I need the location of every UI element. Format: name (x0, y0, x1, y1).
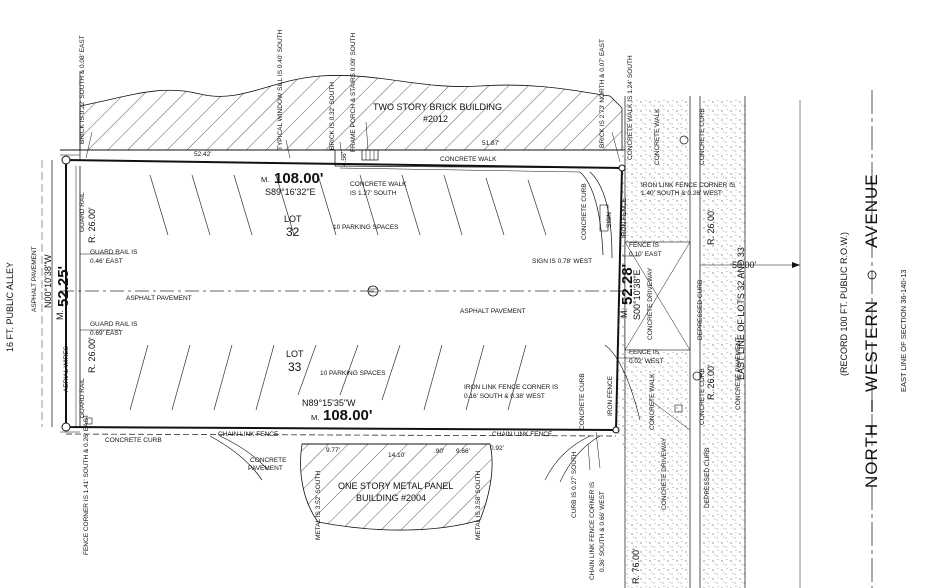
lot33-number: 33 (288, 360, 302, 374)
iron-fence-bot: IRON FENCE (607, 375, 614, 416)
south-bearing: N89°15'35"W (302, 398, 356, 408)
r26-a: R. 26.00' (87, 207, 97, 243)
brick-032: BRICK IS 0.32' SOUTH (329, 81, 336, 150)
concrete-pavement: CONCRETE (250, 457, 287, 464)
chain-fence-right: CHAIN LINK FENCE (492, 431, 553, 438)
concrete-driveway: CONCRETE DRIVEWAY (647, 267, 654, 340)
concrete-curb-diag: CONCRETE CURB (581, 183, 588, 240)
dim-14-10: 14.10' (388, 452, 406, 459)
r26-b: R. 26.00' (87, 337, 97, 373)
depressed-curb-bot: DEPRESSED CURB (704, 447, 711, 508)
concrete-curb-v: CONCRETE CURB (699, 108, 706, 165)
iron-fence-top: IRON FENCE (621, 197, 628, 238)
iron-corner-bot-2: 0.16' SOUTH & 0.38' WEST (464, 393, 545, 400)
road-avenue: AVENUE (862, 173, 881, 248)
r26-c: R. 26.00' (706, 209, 716, 245)
aerial-wires: AERIAL WIRES (63, 346, 70, 392)
lot32-number: 32 (286, 225, 300, 239)
two-story-label: TWO STORY BRICK BUILDING (373, 102, 503, 112)
guard-rail-east69-1: GUARD RAIL IS (90, 321, 138, 328)
west-m: M. (55, 310, 65, 320)
window-sill: TYPICAL WINDOW SILL IS 0.40' SOUTH (277, 29, 284, 150)
fence-002-2: 0.02' WEST (629, 358, 664, 365)
concrete-walk-n: CONCRETE WALK (440, 156, 497, 163)
two-story-number: #2012 (423, 114, 449, 124)
dim-0-92: 0.92' (490, 445, 504, 452)
brick-273: BRICK IS 2.73' NORTH & 0.07' EAST (599, 39, 606, 148)
east-bearing: S00°10'38"E (632, 269, 642, 320)
dim-9-77: 9.77' (326, 447, 340, 454)
lot32-label: LOT (284, 214, 302, 224)
lot33-label: LOT (286, 349, 304, 359)
fence-010-2: 0.10' EAST (629, 251, 662, 258)
guard-rail-east69-2: 0.69' EAST (90, 330, 123, 337)
alley-1: 16 FT. PUBLIC ALLEY (5, 261, 15, 352)
dim-52-42: 52.42' (194, 151, 212, 158)
concrete-walk-lower: CONCRETE WALK (649, 373, 656, 430)
parking-32: 10 PARKING SPACES (333, 224, 399, 231)
one-story-number: BUILDING #2004 (356, 493, 427, 503)
guard-rail-east-1: GUARD RAIL IS (90, 249, 138, 256)
one-story-label: ONE STORY METAL PANEL (338, 481, 454, 491)
chain-corner-2: 0.36' SOUTH & 0.66' WEST (599, 491, 606, 572)
iron-corner-bot-1: IRON LINK FENCE CORNER IS (464, 384, 559, 391)
parking-33: 10 PARKING SPACES (320, 370, 386, 377)
concrete-pavement-2: PAVEMENT (248, 465, 283, 472)
alley-2: ASPHALT PAVEMENT (31, 246, 38, 312)
south-dim-value: 108.00' (323, 407, 373, 424)
road-north: NORTH (862, 422, 881, 488)
brick-022: BRICK IS 0.22' SOUTH & 0.08' EAST (79, 35, 86, 144)
r26-d: R. 26.00' (706, 364, 716, 400)
concrete-walk-v: CONCRETE WALK (654, 108, 661, 165)
fence-010-1: FENCE IS (629, 242, 659, 249)
east-m: M. (619, 308, 629, 318)
record-row: (RECORD 100 FT. PUBLIC R.O.W.) (839, 231, 849, 376)
road-western: WESTERN (862, 300, 881, 392)
asphalt-right: ASPHALT PAVEMENT (460, 308, 526, 315)
chain-fence-left: CHAIN LINK FENCE (218, 431, 279, 438)
north-bearing: S89°16'32"E (265, 187, 316, 197)
metal-352: METAL IS 3.52' SOUTH (315, 470, 322, 540)
iron-corner-top-2: 1.40' SOUTH & 0.26' WEST (641, 190, 722, 197)
concrete-walk-south: CONCRETE WALK (350, 181, 407, 188)
guard-rail-east-2: 0.46' EAST (90, 258, 123, 265)
concrete-walk-124: CONCRETE WALK IS 1.24' SOUTH (627, 55, 634, 160)
east-line-section: EAST LINE OF SECTION 36-140-13 (899, 269, 908, 392)
fence-corner-141: FENCE CORNER IS 1.41' SOUTH & 0.26' EAST (83, 414, 90, 555)
north-dim-m: M. (261, 175, 270, 184)
iron-corner-top-1: IRON LINK FENCE CORNER IS (641, 182, 736, 189)
frame-porch: FRAME PORCH & STAIRS 0.09' SOUTH (350, 32, 357, 152)
dim-0-90: .90' (434, 448, 445, 455)
dim-9-66: 9.66' (456, 448, 470, 455)
two-story-building (79, 75, 623, 151)
metal-358: METAL IS 3.58' SOUTH (475, 470, 482, 540)
concrete-curb-diag2: CONCRETE CURB (579, 373, 586, 430)
dim-4-56: 4.56' (341, 152, 348, 166)
sign-west: SIGN IS 0.78' WEST (532, 258, 593, 265)
concrete-walk-south2: IS 1.27' SOUTH (350, 190, 397, 197)
dim-50-00: 50.00' (732, 260, 757, 270)
concrete-driveway-2: CONCRETE DRIVEWAY (661, 437, 668, 510)
chain-corner-1: CHAIN LINK FENCE CORNER IS (589, 481, 596, 580)
depressed-curb-top: DEPRESSED CURB (697, 279, 704, 340)
west-value: 52.25' (55, 265, 72, 307)
south-dim-m: M. (311, 413, 320, 422)
dim-51-87: 51.87' (482, 140, 500, 147)
north-dim-value: 108.00' (274, 170, 324, 187)
one-story-building (300, 443, 493, 531)
guard-rail-v1: GUARD RAIL (79, 192, 86, 232)
sign-v: SIGN (606, 212, 613, 228)
curb-027: CURB IS 0.27' SOUTH (571, 451, 578, 518)
r76: R. 76.00' (631, 548, 641, 584)
concrete-curb-s: CONCRETE CURB (105, 437, 162, 444)
west-bearing: N00°10'38"W (43, 254, 53, 308)
fence-002-1: FENCE IS (629, 349, 659, 356)
guard-rail-v2: GUARD RAIL (79, 378, 86, 418)
asphalt-left: ASPHALT PAVEMENT (126, 295, 192, 302)
